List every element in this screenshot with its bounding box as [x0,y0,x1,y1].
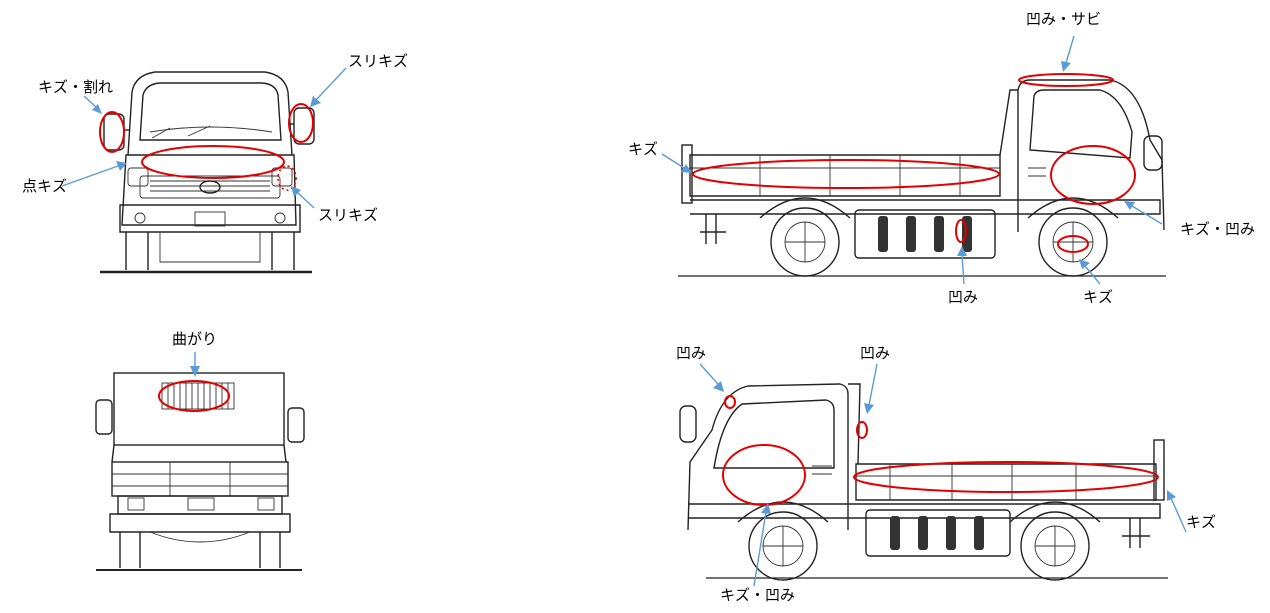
damage-mark [99,111,125,153]
damage-mark [955,219,967,243]
label-side-left-back: 凹み [860,344,891,362]
damage-mark [853,461,1159,493]
callout-arrows [61,35,1187,587]
damage-mark [288,103,314,143]
damage-mark [141,145,285,179]
callout-arrow [1084,265,1101,285]
rear-view-truck [95,372,305,571]
label-side-left-bed: キズ [1186,513,1217,531]
damage-mark [1057,235,1089,253]
callout-arrow [699,363,719,385]
damage-mark [856,421,868,439]
side-view-left-truck [679,383,1168,581]
callout-arrow [753,511,767,587]
damage-mark [158,380,230,412]
label-front-damage-mirror-left: キズ・割れ [38,78,114,96]
callout-arrow [661,153,685,169]
damage-mark [724,395,736,409]
callout-arrow [61,165,119,187]
damage-mark [722,444,806,506]
front-view-truck [100,71,315,274]
label-side-right-roof: 凹み・サビ [1026,10,1102,28]
callout-arrow [315,67,347,101]
label-front-scratch-mirror-right: スリキズ [348,52,409,70]
label-side-right-bed: キズ [628,140,659,158]
label-rear-bent: 曲がり [172,330,218,348]
callout-arrow [961,254,965,285]
callout-arrow [1170,497,1187,533]
damage-mark [1050,145,1136,205]
damage-mark [1018,73,1114,87]
damage-mark [692,159,1000,189]
callout-arrow [296,191,315,209]
label-side-right-tank: 凹み [948,288,979,306]
label-side-right-cab: キズ・凹み [1180,220,1256,238]
label-side-right-wheel: キズ [1083,288,1114,306]
label-front-point-scratch: 点キズ [22,177,68,195]
label-side-left-cab: キズ・凹み [720,586,796,604]
label-side-left-mirror: 凹み [676,344,707,362]
damage-marks [99,73,1159,506]
callout-arrow [83,95,98,109]
damage-mark [277,165,297,191]
side-view-right-truck [678,79,1166,277]
label-front-scratch-corner: スリキズ [318,206,379,224]
callout-arrow [1131,205,1163,225]
callout-arrow [868,363,878,406]
callout-arrow [1065,35,1075,64]
